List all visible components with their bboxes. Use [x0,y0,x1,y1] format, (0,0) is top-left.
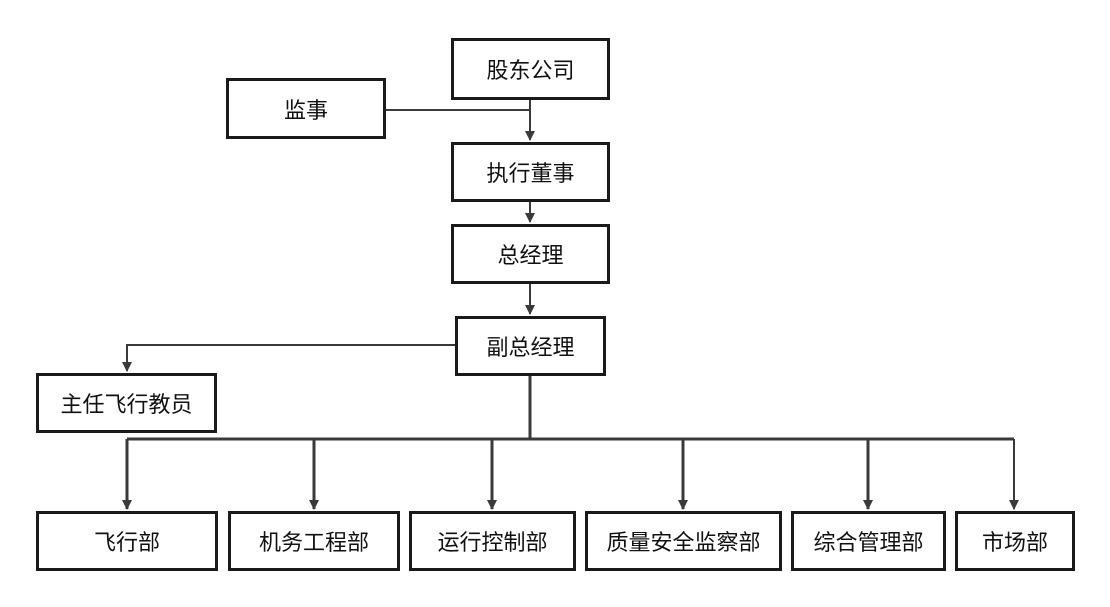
node-label: 机务工程部 [258,531,369,556]
node-general-admin-department: 综合管理部 [791,511,946,571]
node-quality-safety-department: 质量安全监察部 [585,511,782,571]
node-label: 股东公司 [486,59,575,84]
node-label: 市场部 [981,531,1048,556]
node-label: 监事 [283,98,328,124]
node-market-department: 市场部 [955,511,1075,571]
node-label: 主任飞行教员 [60,393,193,418]
node-general-manager: 总经理 [451,224,610,284]
node-executive-director: 执行董事 [451,142,610,202]
node-label: 运行控制部 [437,531,548,556]
node-label: 副总经理 [486,336,575,361]
node-label: 飞行部 [93,531,160,556]
node-shareholder-company: 股东公司 [451,38,610,100]
node-label: 综合管理部 [813,531,924,556]
node-label: 执行董事 [486,162,575,187]
node-chief-flight-instructor: 主任飞行教员 [36,373,217,433]
node-maintenance-engineering-department: 机务工程部 [228,511,400,571]
node-operations-control-department: 运行控制部 [409,511,576,571]
node-label: 总经理 [497,244,564,269]
node-label: 质量安全监察部 [606,531,761,556]
node-deputy-general-manager: 副总经理 [455,316,606,376]
node-supervisor: 监事 [226,78,386,139]
arrow-dgm-to-instructor [122,344,455,372]
node-flight-department: 飞行部 [36,511,218,571]
